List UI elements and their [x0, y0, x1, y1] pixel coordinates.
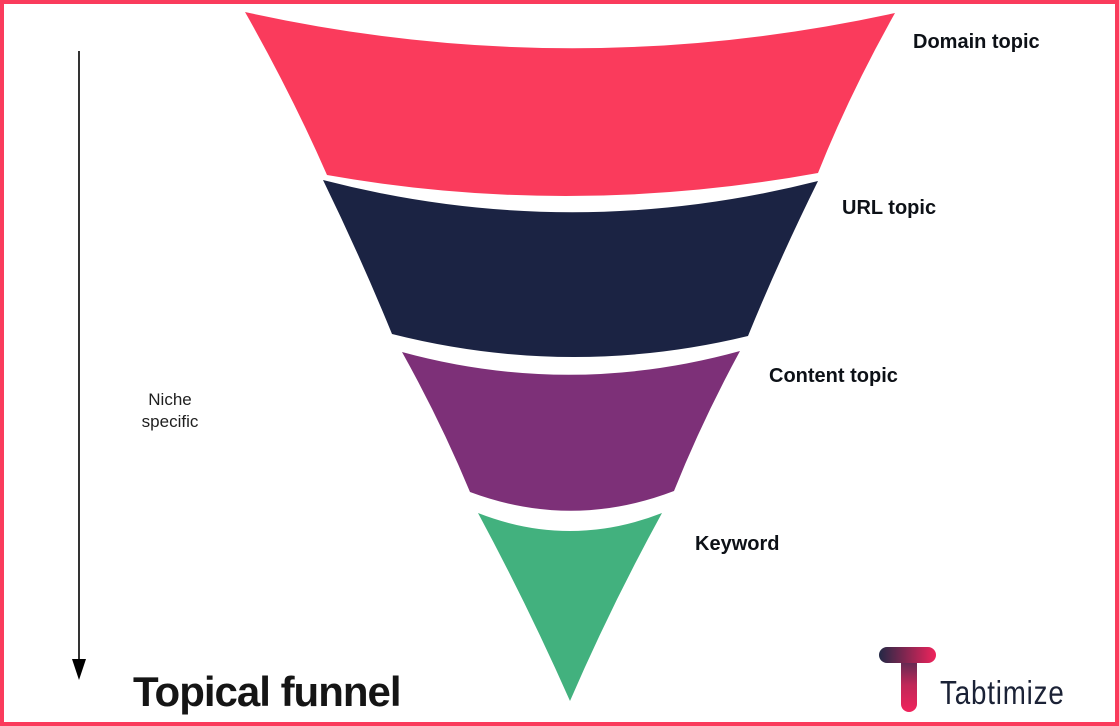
down-arrow-icon — [72, 51, 86, 680]
funnel-level-url-topic — [323, 180, 818, 358]
funnel-level-content-topic — [402, 351, 740, 511]
niche-specific-note: Niche specific — [110, 389, 230, 433]
tabtimize-logo-icon — [879, 647, 936, 712]
funnel-level-domain-topic — [245, 12, 895, 197]
niche-note-line2: specific — [141, 412, 199, 431]
tabtimize-wordmark: Tabtimize — [940, 674, 1065, 711]
funnel-level-keyword — [478, 513, 662, 701]
label-domain-topic: Domain topic — [913, 31, 1040, 53]
tabtimize-logo: Tabtimize — [878, 642, 1078, 712]
label-keyword: Keyword — [695, 533, 780, 555]
label-url-topic: URL topic — [842, 197, 937, 219]
label-content-topic: Content topic — [769, 365, 898, 387]
niche-note-line1: Niche — [148, 390, 192, 409]
diagram-title: Topical funnel — [133, 668, 402, 715]
